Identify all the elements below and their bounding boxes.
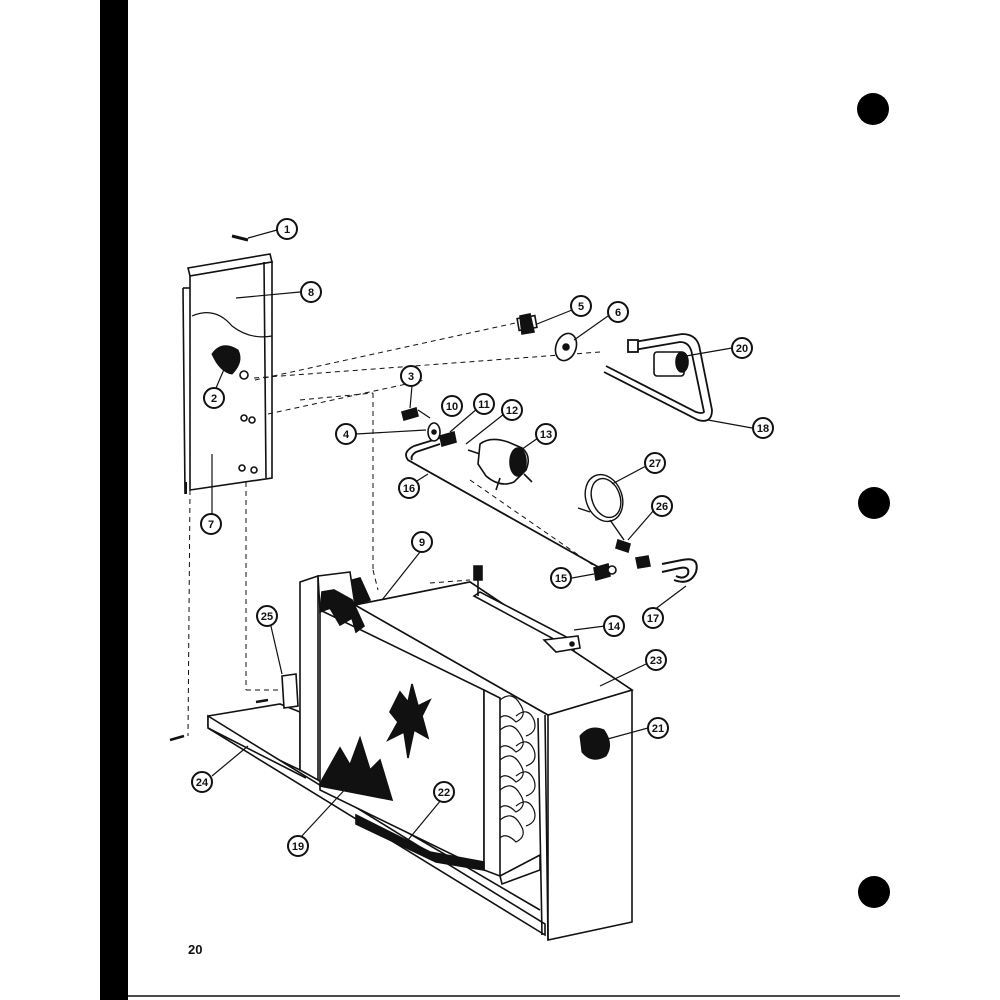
callout-17: 17 (642, 607, 664, 629)
callout-4: 4 (335, 423, 357, 445)
svg-text:15: 15 (555, 573, 567, 585)
svg-text:19: 19 (292, 841, 304, 853)
callout-23: 23 (645, 649, 667, 671)
binder-hole (858, 876, 890, 908)
svg-text:7: 7 (208, 519, 214, 531)
svg-text:27: 27 (649, 458, 661, 470)
callout-18: 18 (752, 417, 774, 439)
callout-14: 14 (603, 615, 625, 637)
svg-text:10: 10 (446, 401, 458, 413)
callout-5: 5 (570, 295, 592, 317)
binding-edge (100, 0, 128, 1000)
svg-text:26: 26 (656, 501, 668, 513)
svg-text:25: 25 (261, 611, 273, 623)
svg-text:22: 22 (438, 787, 450, 799)
callout-22: 22 (433, 781, 455, 803)
svg-text:13: 13 (540, 429, 552, 441)
alignment-lines (187, 321, 601, 737)
capillary-coil-icon (577, 473, 625, 541)
svg-text:21: 21 (652, 723, 664, 735)
callout-2: 2 (203, 387, 225, 409)
svg-text:17: 17 (647, 613, 659, 625)
svg-text:20: 20 (736, 343, 748, 355)
u-bend-tube-icon (661, 558, 698, 583)
svg-text:8: 8 (308, 287, 314, 299)
callout-7: 7 (200, 513, 222, 535)
svg-text:4: 4 (343, 429, 350, 441)
callout-9: 9 (411, 531, 433, 553)
chassis (207, 565, 634, 941)
svg-text:11: 11 (478, 399, 490, 411)
screw-icon (169, 734, 185, 742)
binder-hole (857, 93, 889, 125)
fitting-icon (516, 313, 538, 335)
gasket-icon (554, 332, 578, 362)
binder-hole (858, 487, 890, 519)
fitting-icon (653, 351, 689, 377)
callout-6: 6 (607, 301, 629, 323)
svg-text:1: 1 (284, 224, 290, 236)
callout-25: 25 (256, 605, 278, 627)
callout-20: 20 (731, 337, 753, 359)
fitting-icon (593, 538, 651, 582)
svg-text:9: 9 (419, 537, 425, 549)
fitting-icon (401, 407, 457, 448)
svg-text:16: 16 (403, 483, 415, 495)
motor-icon (467, 438, 533, 491)
callout-3: 3 (400, 365, 422, 387)
leader-lines (211, 229, 753, 841)
page-number: 20 (188, 942, 203, 957)
svg-text:12: 12 (506, 405, 518, 417)
svg-text:23: 23 (650, 655, 662, 667)
svg-text:3: 3 (408, 371, 414, 383)
partition-panel (182, 253, 273, 495)
tubing (405, 333, 713, 569)
svg-text:14: 14 (608, 621, 621, 633)
svg-text:2: 2 (211, 393, 217, 405)
screw-icon (255, 698, 269, 704)
callout-21: 21 (647, 717, 669, 739)
callout-11: 11 (473, 393, 495, 415)
callout-8: 8 (300, 281, 322, 303)
svg-text:24: 24 (196, 777, 209, 789)
svg-text:5: 5 (578, 301, 584, 313)
callout-16: 16 (398, 477, 420, 499)
callout-10: 10 (441, 395, 463, 417)
callout-26: 26 (651, 495, 673, 517)
svg-text:18: 18 (757, 423, 769, 435)
callout-19: 19 (287, 835, 309, 857)
callout-1: 1 (276, 218, 298, 240)
callout-15: 15 (550, 567, 572, 589)
callout-27: 27 (644, 452, 666, 474)
callout-24: 24 (191, 771, 213, 793)
svg-text:6: 6 (615, 307, 621, 319)
callout-13: 13 (535, 423, 557, 445)
callout-12: 12 (501, 399, 523, 421)
screw-icon (231, 234, 249, 242)
